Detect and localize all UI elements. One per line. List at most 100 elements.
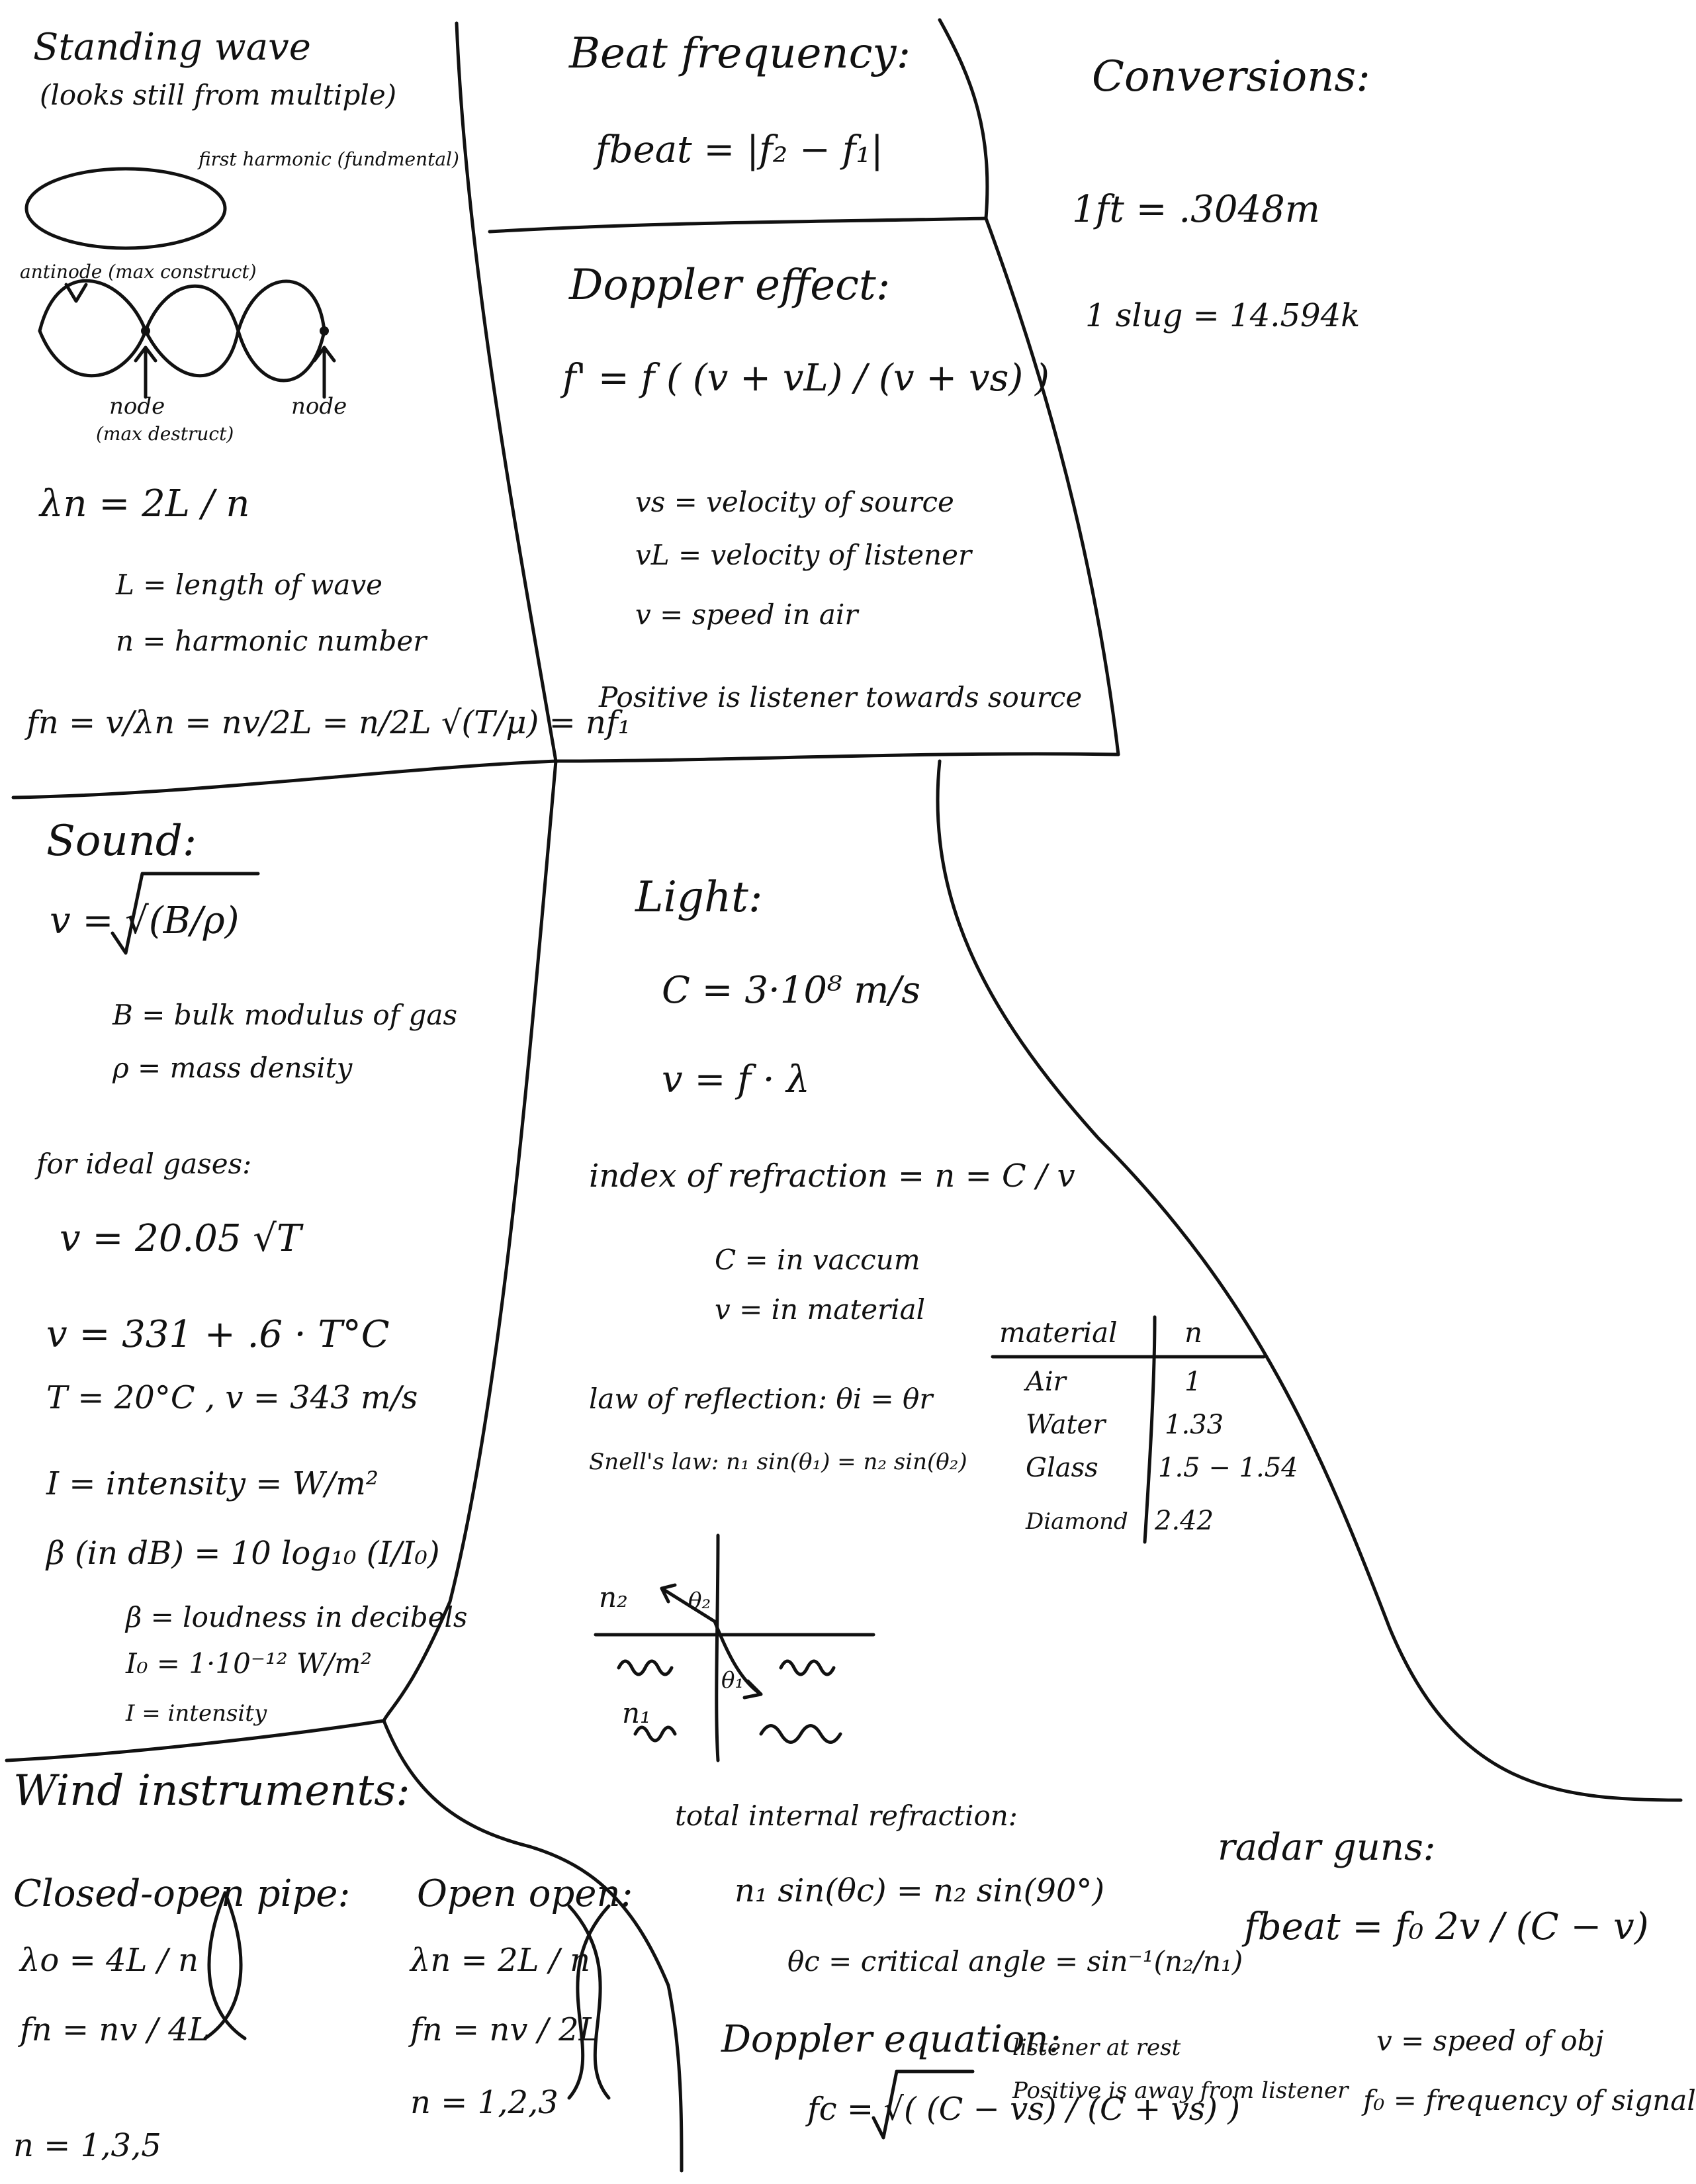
diagram-wave-4 (759, 1724, 842, 1744)
node-arrow-right (312, 345, 336, 399)
table-row-n: 1.33 (1165, 1410, 1224, 1440)
antinode-arrow (64, 283, 88, 303)
diagram-theta1-label: θ₁ (721, 1667, 744, 1694)
doppler-box-right (984, 216, 1120, 756)
table-row-material: Water (1026, 1410, 1106, 1440)
wind-top (5, 1719, 386, 1762)
intensity-symbol-definition: I = intensity (126, 1700, 267, 1727)
table-row-material: Glass (1026, 1453, 1098, 1483)
sound-sqrt (111, 872, 260, 955)
wave-speed-equation: v = f · λ (662, 1058, 810, 1101)
table-header-material: material (999, 1316, 1118, 1349)
beat-frequency-equation: fbeat = |f₂ − f₁| (596, 128, 883, 171)
doppler-eq-sqrt (871, 2070, 975, 2140)
open-open-frequency: fn = nv / 2L (410, 2011, 600, 2048)
ideal-gas-equation: v = 20.05 √T (60, 1217, 302, 1260)
table-row-n: 1.5 − 1.54 (1158, 1453, 1298, 1483)
doppler-equation-title: Doppler equation: (721, 2018, 1061, 2061)
diagram-n2-label: n₂ (599, 1581, 628, 1614)
diagram-theta2-label: θ₂ (688, 1588, 711, 1614)
closed-open-harmonics: n = 1,3,5 (13, 2127, 161, 2164)
object-speed-definition: v = speed of obj (1376, 2025, 1604, 2057)
divider-top-vertical (455, 21, 558, 763)
open-open-wavelength: λn = 2L / n (410, 1942, 591, 1979)
table-row-n: 1 (1184, 1367, 1202, 1397)
harmonic-number-definition: n = harmonic number (116, 625, 427, 657)
sound-speed-equation: v = √(B/ρ) (50, 899, 240, 942)
table-header-n: n (1184, 1316, 1203, 1349)
beat-frequency-title: Beat frequency: (569, 29, 911, 78)
diagram-wave-2 (779, 1659, 836, 1676)
antinode-label: antinode (max construct) (20, 261, 257, 283)
open-open-harmonics: n = 1,2,3 (410, 2084, 558, 2121)
beat-box-bottom (488, 216, 988, 234)
snells-law: Snell's law: n₁ sin(θ₁) = n₂ sin(θ₂) (589, 1449, 967, 1475)
vacuum-definition: C = in vaccum (715, 1244, 920, 1276)
node-label-left: node (109, 393, 165, 420)
closed-open-wavelength: λo = 4L / n (20, 1942, 199, 1979)
law-of-reflection: law of reflection: θi = θr (589, 1383, 933, 1415)
wind-divider (382, 1719, 684, 2173)
slug-conversion: 1 slug = 14.594k (1085, 297, 1361, 334)
critical-angle-equation: n₁ sin(θc) = n₂ sin(90°) (735, 1872, 1105, 1909)
standing-wave-title: Standing wave (33, 26, 311, 69)
doppler-sign-note-light: Positive is away from listener (1012, 2077, 1349, 2104)
standing-wave-subtitle: (looks still from multiple) (40, 79, 397, 111)
length-definition: L = length of wave (116, 569, 383, 601)
wavelength-equation: λn = 2L / n (40, 482, 250, 525)
frequency-equation: fn = v/λn = nv/2L = n/2L √(T/μ) = nf₁ (26, 704, 631, 741)
loudness-definition: β = loudness in decibels (126, 1601, 468, 1633)
doppler-effect-equation: f' = f ( (v + vL) / (v + vs) ) (562, 357, 1049, 400)
closed-open-pipe-sketch (203, 1891, 247, 2040)
table-row-n: 2.42 (1155, 1506, 1214, 1536)
material-definition: v = in material (715, 1293, 926, 1326)
listener-at-rest-note: listener at rest (1012, 2034, 1181, 2061)
intensity-definition: I = intensity = W/m² (46, 1465, 379, 1502)
open-open-title: Open open: (417, 1872, 633, 1915)
diagram-ray (660, 1586, 763, 1700)
light-box-left (382, 759, 558, 1723)
signal-frequency-definition: f₀ = frequency of signal (1363, 2084, 1696, 2116)
conversions-title: Conversions: (1092, 52, 1370, 101)
diagram-wave-3 (633, 1725, 677, 1743)
open-open-pipe-sketch (567, 1904, 611, 2100)
speed-of-light-equation: C = 3·10⁸ m/s (662, 969, 921, 1012)
node-label-left-note: (max destruct) (96, 423, 234, 445)
doppler-box-bottom (554, 752, 1120, 763)
radar-guns-title: radar guns: (1218, 1826, 1436, 1869)
bulk-modulus-definition: B = bulk modulus of gas (112, 999, 458, 1031)
doppler-light-equation: fc = √( (C − vs) / (C + vs) ) (807, 2091, 1240, 2128)
light-box-right (936, 759, 1683, 1802)
second-harmonic-sketch (38, 279, 326, 378)
diagram-vertical-axis (715, 1533, 720, 1762)
temperature-speed-equation: v = 331 + .6 · T°C (46, 1313, 390, 1356)
table-row-material: Diamond (1026, 1508, 1128, 1535)
feet-conversion: 1ft = .3048m (1072, 188, 1320, 231)
room-temperature-speed: T = 20°C , v = 343 m/s (46, 1379, 418, 1416)
node-arrow-left (134, 345, 157, 399)
standing-bottom (11, 759, 558, 799)
fundamental-wave-sketch (24, 167, 227, 250)
closed-open-frequency: fn = nv / 4L (20, 2011, 210, 2048)
critical-angle-definition: θc = critical angle = sin⁻¹(n₂/n₁) (787, 1945, 1243, 1978)
index-of-refraction-equation: index of refraction = n = C / v (589, 1158, 1075, 1195)
speed-air-definition: v = speed in air (635, 598, 858, 631)
velocity-source-definition: vs = velocity of source (635, 486, 954, 518)
table-column-line (1143, 1315, 1157, 1544)
doppler-sign-note: Positive is listener towards source (599, 681, 1083, 713)
table-row-material: Air (1026, 1367, 1066, 1397)
mass-density-definition: ρ = mass density (112, 1052, 353, 1084)
radar-beat-equation: fbeat = f₀ 2v / (C − v) (1244, 1905, 1649, 1948)
decibel-equation: β (in dB) = 10 log₁₀ (I/I₀) (46, 1535, 440, 1572)
reference-intensity-definition: I₀ = 1·10⁻¹² W/m² (126, 1647, 373, 1680)
diagram-ray-arrow (660, 1583, 677, 1604)
total-internal-refraction-title: total internal refraction: (675, 1799, 1018, 1832)
velocity-listener-definition: vL = velocity of listener (635, 539, 972, 571)
sound-title: Sound: (46, 817, 197, 866)
closed-open-pipe-title: Closed-open pipe: (13, 1872, 351, 1915)
wind-instruments-title: Wind instruments: (13, 1766, 410, 1815)
doppler-effect-title: Doppler effect: (569, 261, 891, 310)
diagram-wave-1 (617, 1659, 674, 1676)
diagram-n1-label: n₁ (622, 1697, 651, 1729)
